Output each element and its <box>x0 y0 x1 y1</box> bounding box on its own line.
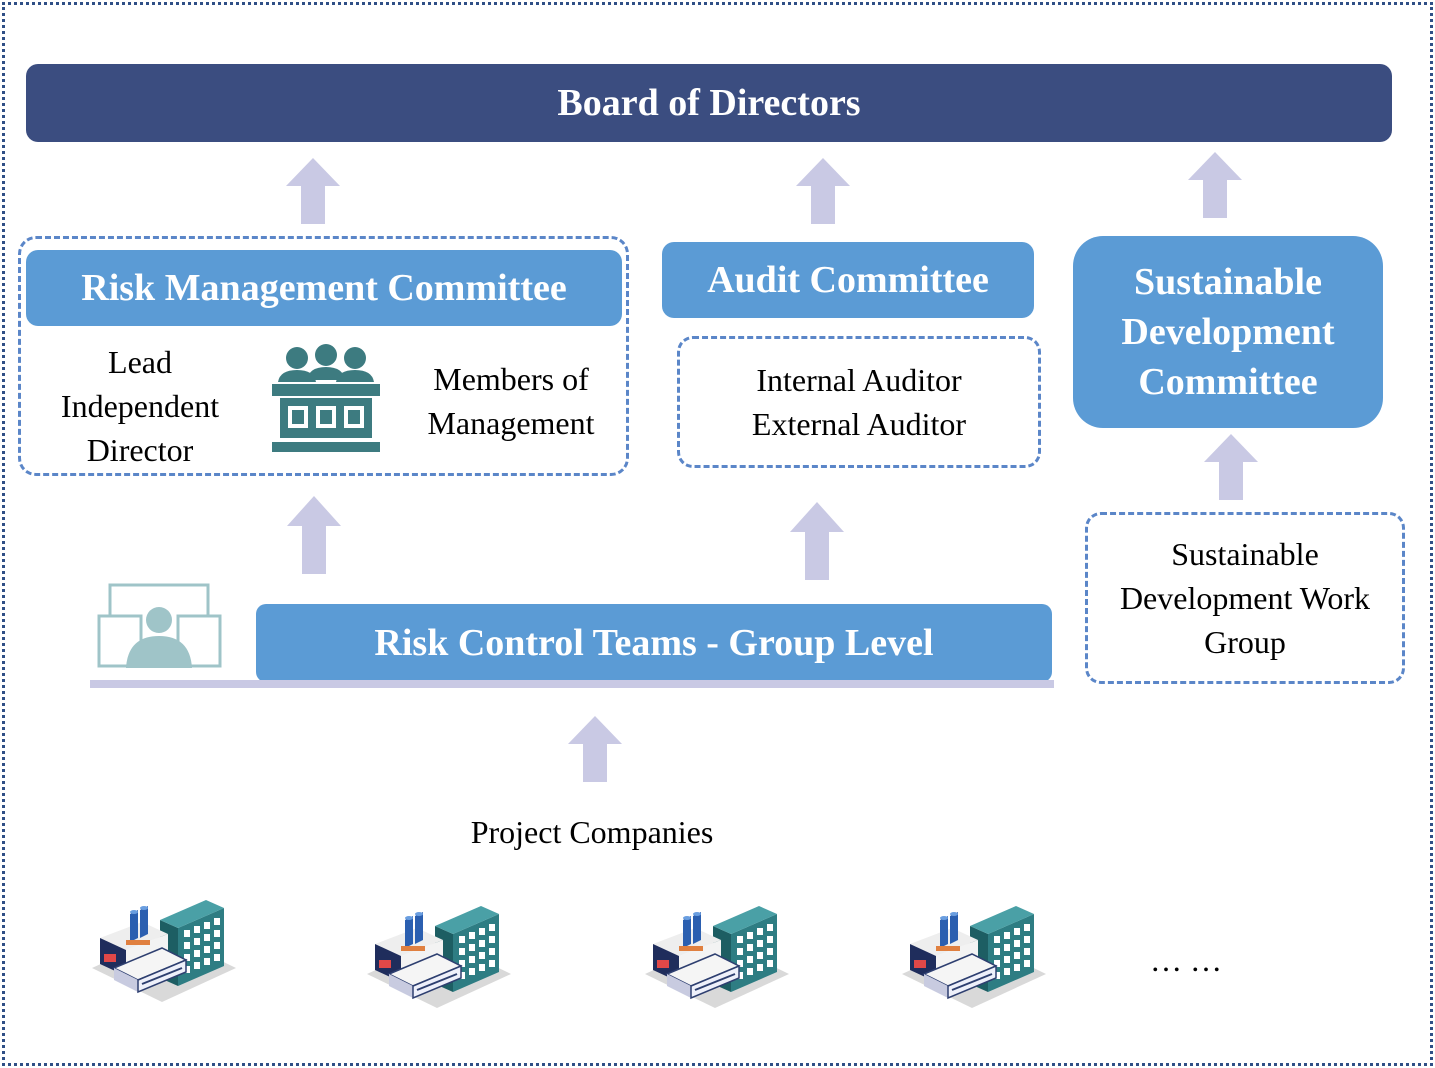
factory-building-icon <box>367 906 511 1008</box>
arrow-up-icon <box>796 158 850 224</box>
factory-building-icon <box>645 906 789 1008</box>
members-of-management-label: Members of Management <box>427 361 595 441</box>
sustainable-development-committee-box: Sustainable Development Committee <box>1073 236 1383 428</box>
risk-control-baseline <box>90 680 1054 688</box>
sustainable-development-committee-title: Sustainable Development Committee <box>1121 261 1335 403</box>
board-of-directors-box: Board of Directors <box>26 64 1392 142</box>
lead-independent-director-label: Lead Independent Director <box>60 344 220 468</box>
arrow-up-icon <box>287 496 341 574</box>
audit-committee-box: Audit Committee <box>662 242 1034 318</box>
risk-management-committee-box: Risk Management Committee <box>26 250 622 326</box>
monitor-person-icon <box>97 583 222 668</box>
external-auditor-label: External Auditor <box>751 406 967 442</box>
sustainable-development-work-group-box: Sustainable Development Work Group <box>1085 512 1405 684</box>
board-of-directors-label: Board of Directors <box>557 82 861 124</box>
factory-building-icon <box>92 900 236 1002</box>
committee-people-icon <box>272 344 380 452</box>
arrow-up-icon <box>568 716 622 782</box>
audit-committee-title: Audit Committee <box>707 259 989 301</box>
auditors-box: Internal Auditor External Auditor <box>677 336 1041 468</box>
more-companies-ellipsis: … … <box>1150 942 1222 978</box>
risk-control-teams-title: Risk Control Teams - Group Level <box>374 622 934 664</box>
sustainable-development-work-group-label: Sustainable Development Work Group <box>1119 536 1371 660</box>
arrow-up-icon <box>1204 434 1258 500</box>
arrow-up-icon <box>286 158 340 224</box>
arrow-up-icon <box>1188 152 1242 218</box>
arrow-up-icon <box>790 502 844 580</box>
risk-management-committee-title: Risk Management Committee <box>81 267 567 309</box>
factory-building-icon <box>902 906 1046 1008</box>
internal-auditor-label: Internal Auditor <box>756 362 962 398</box>
risk-control-teams-box: Risk Control Teams - Group Level <box>256 604 1052 682</box>
project-companies-label: Project Companies <box>470 814 714 850</box>
